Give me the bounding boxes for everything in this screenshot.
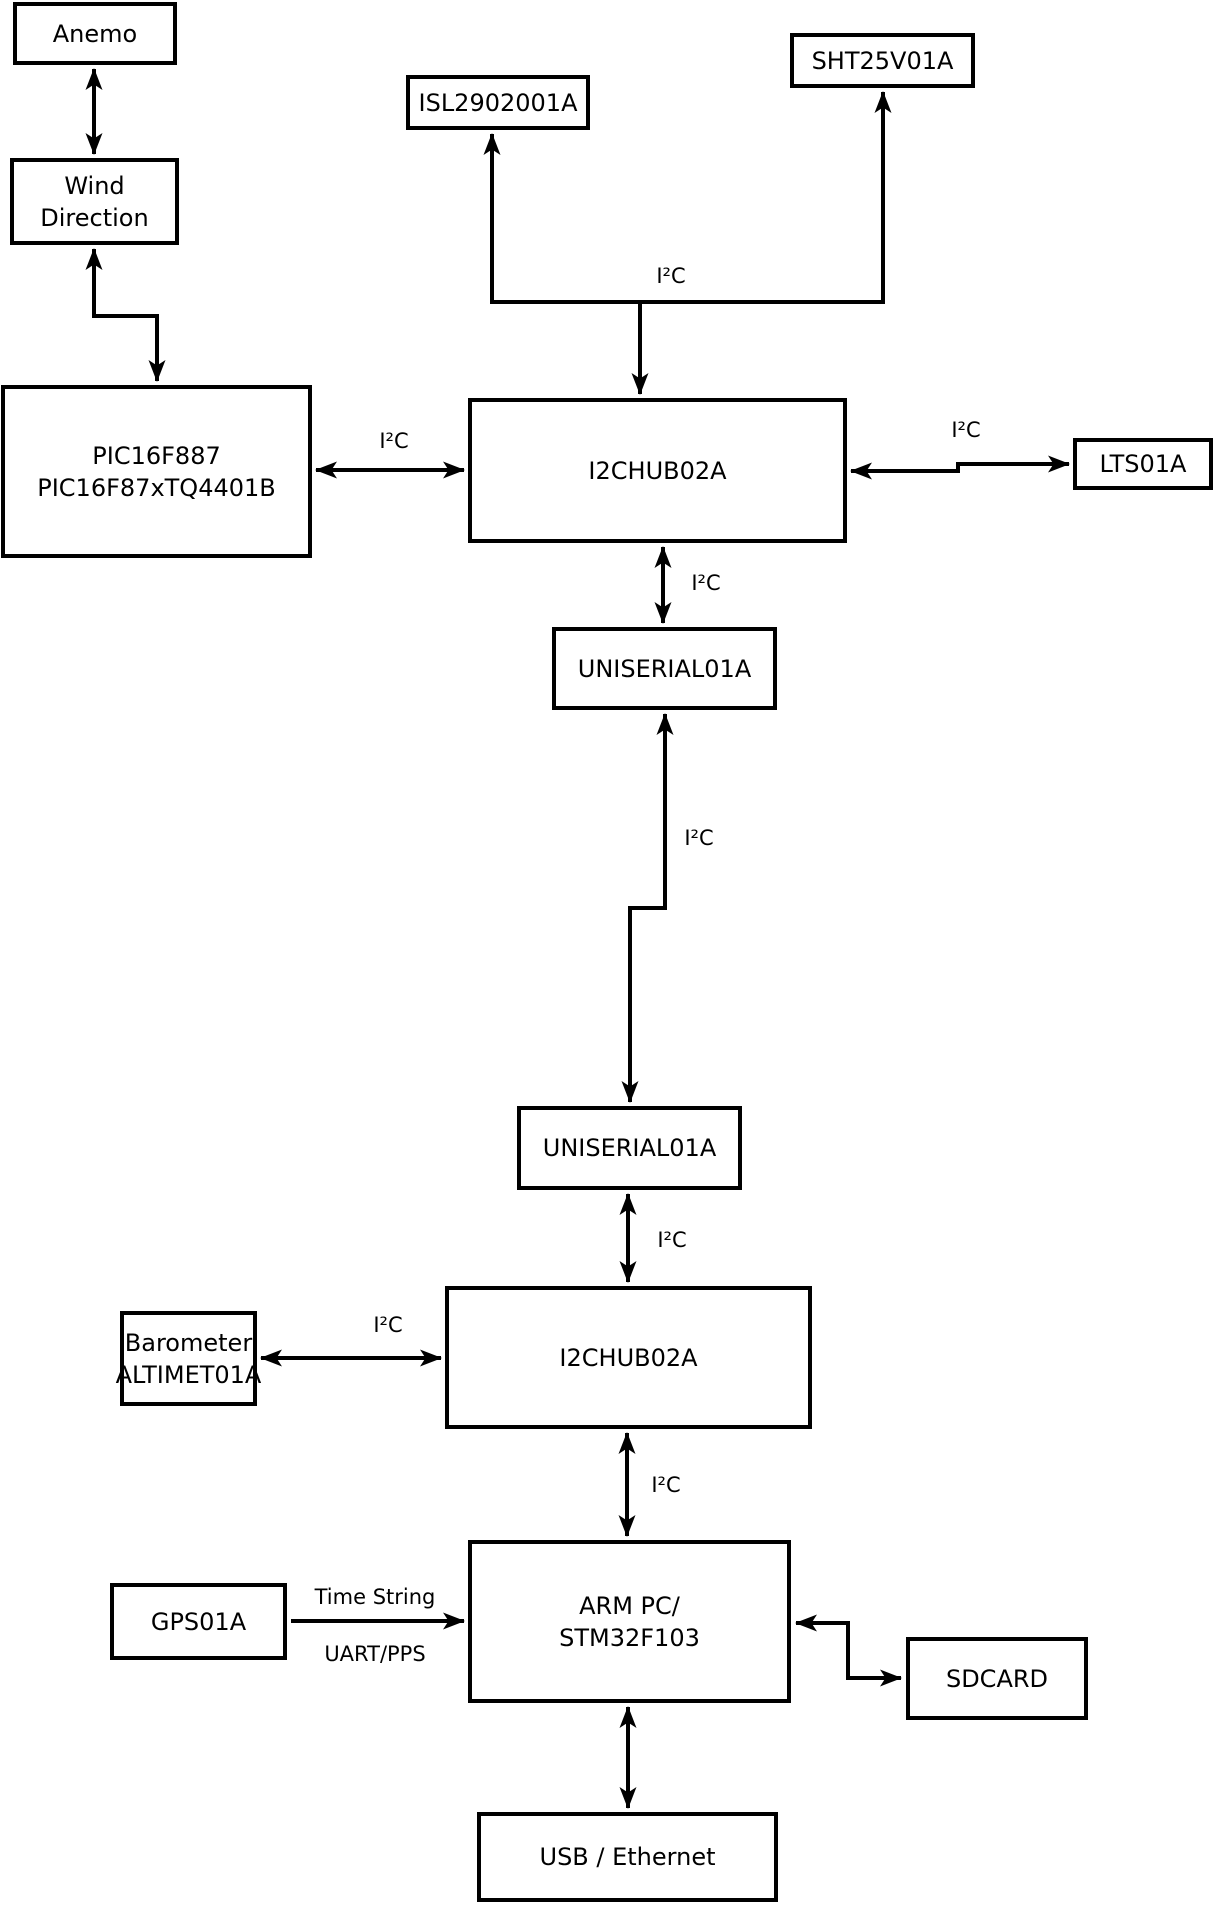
node-barometer-label-line2: ALTIMET01A	[115, 1360, 262, 1389]
node-i2chub02a-bottom: I2CHUB02A	[445, 1286, 812, 1429]
node-arm-pc-label-line1: ARM PC/	[579, 1591, 680, 1620]
edge-label-uniserial2-hub2-i2c: I²C	[655, 1228, 689, 1252]
edge-label-barometer-hub2-i2c: I²C	[371, 1313, 405, 1337]
node-isl2902001a-label: ISL2902001A	[418, 88, 578, 117]
node-usb-ethernet-label: USB / Ethernet	[539, 1843, 716, 1871]
node-isl2902001a: ISL2902001A	[406, 75, 590, 130]
node-lts01a-label: LTS01A	[1099, 450, 1187, 478]
edge-label-uart-pps: UART/PPS	[322, 1642, 428, 1666]
node-anemo: Anemo	[13, 2, 177, 65]
node-sdcard: SDCARD	[906, 1637, 1088, 1720]
edge-label-bus-i2c: I²C	[654, 264, 688, 288]
node-uniserial01a-top-label: UNISERIAL01A	[577, 654, 752, 683]
node-barometer-altimet01a: Barometer ALTIMET01A	[116, 1311, 261, 1406]
edge-arm-sdcard	[795, 1614, 902, 1687]
node-anemo-label: Anemo	[52, 19, 138, 48]
edge-label-hub1-lts-i2c: I²C	[949, 418, 983, 442]
node-usb-ethernet: USB / Ethernet	[477, 1812, 778, 1902]
node-pic16f887: PIC16F887 PIC16F87xTQ4401B	[1, 385, 312, 558]
node-i2chub02a-bottom-label: I2CHUB02A	[559, 1343, 698, 1372]
node-sht25v01a-label: SHT25V01A	[811, 46, 954, 75]
node-pic16f887-label-line1: PIC16F887	[92, 441, 221, 470]
node-lts01a: LTS01A	[1073, 438, 1213, 490]
edge-wind-pic	[85, 248, 166, 382]
node-pic16f887-label-line2: PIC16F87xTQ4401B	[37, 473, 276, 502]
node-barometer-label-line1: Barometer	[124, 1328, 253, 1357]
node-wind-direction-label-line1: Wind	[64, 171, 125, 200]
node-i2chub02a-top-label: I2CHUB02A	[588, 456, 727, 485]
node-wind-direction-label-line2: Direction	[40, 203, 149, 232]
node-sdcard-label: SDCARD	[945, 1664, 1049, 1693]
edge-label-time-string: Time String	[312, 1585, 438, 1609]
node-wind-direction: Wind Direction	[10, 158, 179, 245]
node-arm-pc-label-line2: STM32F103	[559, 1623, 700, 1652]
edge-hub1-lts	[850, 455, 1070, 480]
node-i2chub02a-top: I2CHUB02A	[468, 398, 847, 543]
node-uniserial01a-bottom: UNISERIAL01A	[517, 1106, 742, 1190]
edge-label-uniserial1-uniserial2-i2c: I²C	[682, 826, 716, 850]
edge-uniserial1-uniserial2	[621, 713, 674, 1103]
node-sht25v01a: SHT25V01A	[790, 33, 975, 88]
node-gps01a-label: GPS01A	[150, 1607, 247, 1636]
edge-i2c-bus	[483, 91, 892, 304]
node-arm-pc-stm32f103: ARM PC/ STM32F103	[468, 1540, 791, 1703]
node-uniserial01a-bottom-label: UNISERIAL01A	[542, 1134, 717, 1162]
node-gps01a: GPS01A	[110, 1583, 287, 1660]
edge-label-hub2-arm-i2c: I²C	[649, 1473, 683, 1497]
node-uniserial01a-top: UNISERIAL01A	[552, 627, 777, 710]
edge-label-hub1-uniserial1-i2c: I²C	[689, 571, 723, 595]
edge-label-pic-hub1-i2c: I²C	[377, 429, 411, 453]
